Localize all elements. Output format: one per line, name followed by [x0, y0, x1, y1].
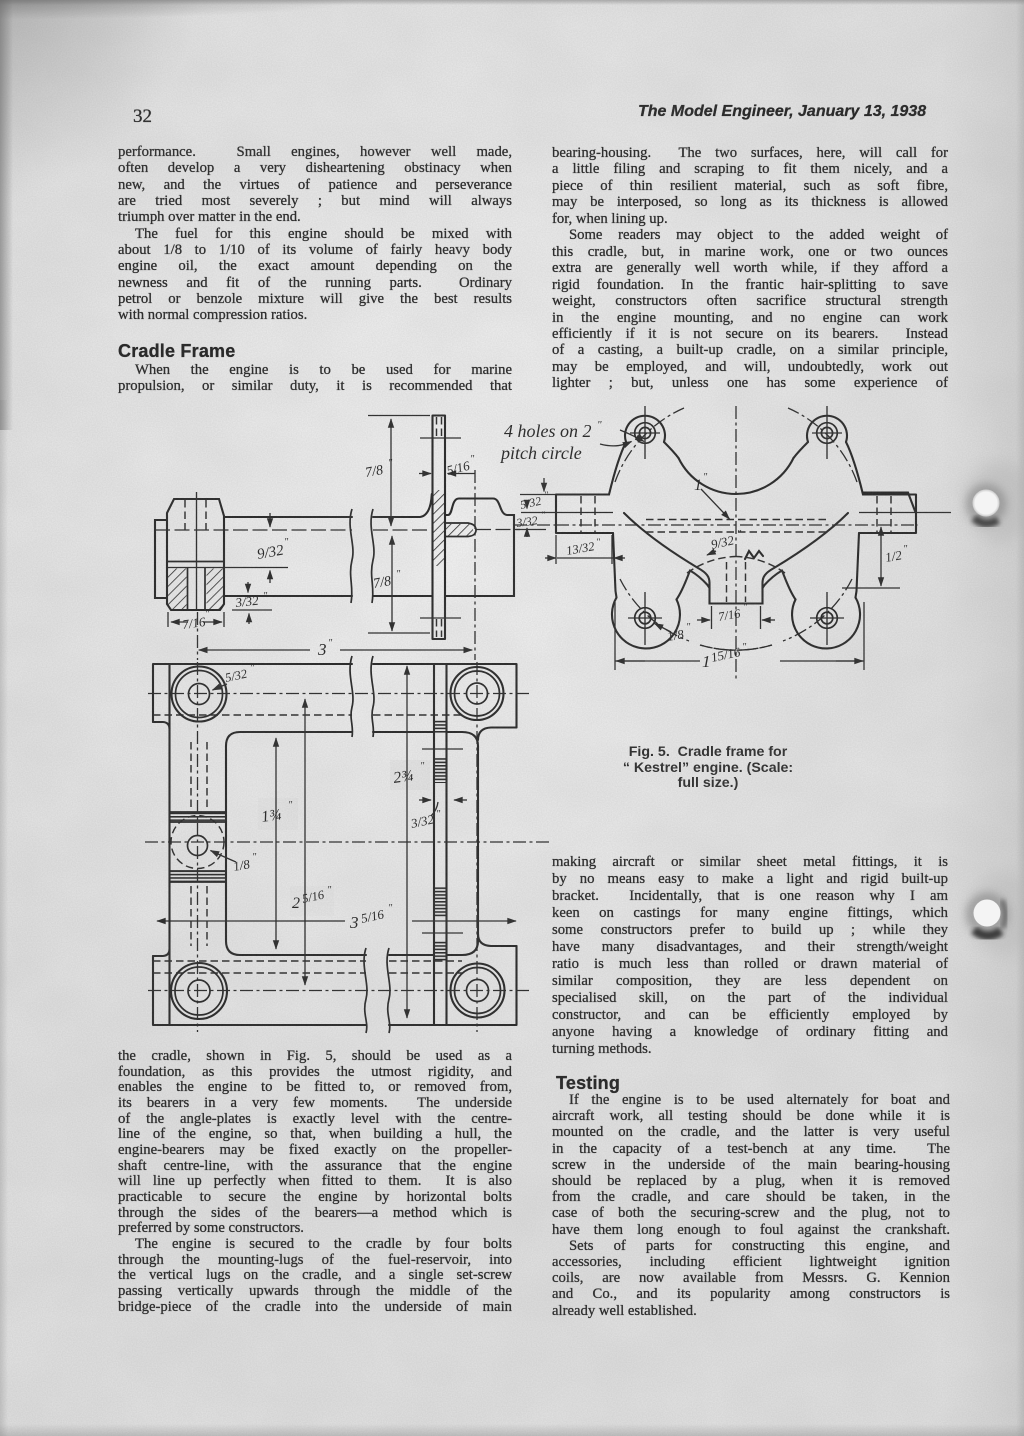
svg-text:": "	[686, 622, 691, 633]
svg-text:": "	[436, 809, 441, 820]
svg-text:3: 3	[317, 640, 327, 659]
svg-text:": "	[742, 642, 747, 653]
svg-text:1/2: 1/2	[884, 547, 903, 565]
svg-text:5/16: 5/16	[360, 906, 386, 926]
svg-text:2: 2	[292, 895, 300, 912]
svg-text:": "	[541, 511, 546, 521]
svg-text:1¾: 1¾	[260, 806, 282, 826]
svg-text:15/16: 15/16	[710, 644, 743, 665]
svg-text:13/32: 13/32	[565, 539, 595, 558]
svg-text:": "	[743, 603, 748, 613]
svg-text:": "	[263, 591, 268, 602]
svg-text:": "	[205, 609, 210, 620]
svg-text:": "	[737, 529, 742, 540]
svg-text:7/8: 7/8	[372, 574, 392, 592]
svg-text:": "	[250, 663, 255, 674]
svg-text:": "	[470, 454, 475, 465]
svg-text:": "	[252, 852, 257, 863]
svg-text:3/32: 3/32	[234, 593, 260, 610]
svg-text:": "	[544, 491, 549, 501]
svg-text:5/32: 5/32	[224, 667, 249, 685]
svg-text:7/8: 7/8	[364, 463, 384, 481]
svg-text:": "	[327, 885, 332, 896]
svg-text:": "	[284, 537, 289, 548]
svg-text:7/16: 7/16	[181, 614, 206, 632]
svg-text:5/16: 5/16	[301, 887, 326, 905]
svg-text:7/16: 7/16	[717, 606, 742, 624]
svg-text:": "	[903, 544, 908, 555]
svg-text:1/8: 1/8	[232, 856, 251, 874]
svg-text:4 holes on 2: 4 holes on 2	[504, 421, 592, 441]
svg-text:1: 1	[702, 652, 711, 671]
svg-text:": "	[288, 800, 293, 811]
svg-text:3/32: 3/32	[514, 513, 538, 530]
svg-text:": "	[420, 761, 425, 772]
svg-text:3: 3	[349, 913, 359, 932]
svg-text:": "	[388, 458, 393, 469]
svg-text:": "	[328, 638, 333, 649]
svg-text:3/32: 3/32	[409, 811, 436, 831]
svg-text:1/8: 1/8	[666, 626, 685, 644]
svg-text:": "	[703, 472, 708, 483]
svg-text:": "	[388, 903, 393, 914]
svg-text:pitch circle: pitch circle	[499, 443, 582, 463]
svg-text:9/32: 9/32	[710, 532, 736, 552]
svg-text:": "	[596, 538, 601, 548]
svg-text:1: 1	[694, 477, 702, 494]
svg-text:9/32: 9/32	[256, 542, 286, 562]
svg-text:": "	[396, 569, 401, 580]
svg-text:": "	[597, 419, 602, 431]
svg-text:5/16: 5/16	[445, 458, 472, 478]
svg-text:2¾: 2¾	[392, 767, 414, 787]
svg-text:5/32: 5/32	[519, 494, 543, 512]
